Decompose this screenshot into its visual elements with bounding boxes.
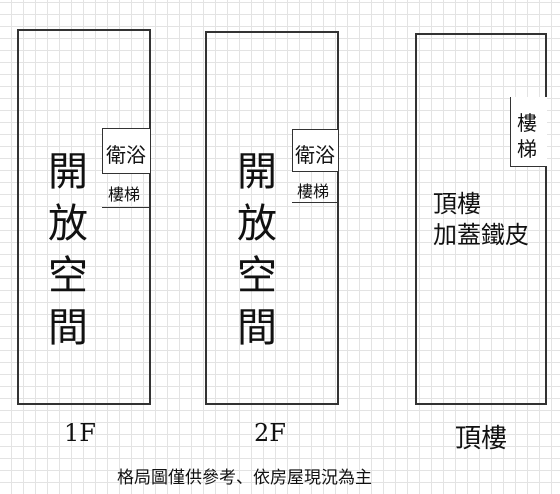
footnote: 格局圖僅供參考、依房屋現況為主 [117, 468, 372, 488]
floor-2f-bathroom [292, 129, 339, 172]
floor-roof-stair-box [510, 97, 547, 167]
floor-2f-room-label: 開放空間 [237, 149, 277, 351]
floor-1f-bathroom [102, 128, 151, 174]
floor-roof-outline [415, 33, 547, 405]
floor-1f-bathroom-label: 衛浴 [106, 143, 146, 167]
floor-2f-caption: 2F [254, 419, 286, 447]
floor-2f-outline [205, 31, 339, 405]
floor-roof-room-label-line1: 頂樓 [433, 190, 481, 218]
floor-2f-stair-line [292, 202, 339, 203]
floor-1f-room-label: 開放空間 [48, 149, 88, 351]
floor-roof-room-label-line2: 加蓋鐵皮 [433, 221, 529, 249]
floor-2f-bathroom-label: 衛浴 [295, 143, 335, 167]
floor-roof-caption: 頂樓 [455, 424, 508, 454]
floor-2f-stair-label: 樓梯 [297, 182, 330, 201]
floor-1f-stair-label: 樓梯 [108, 185, 141, 204]
floor-1f-caption: 1F [64, 419, 96, 447]
floor-roof-stair-label: 樓 梯 [517, 111, 537, 161]
floor-1f-stair-line [102, 207, 151, 208]
floor-1f-outline [17, 29, 151, 405]
